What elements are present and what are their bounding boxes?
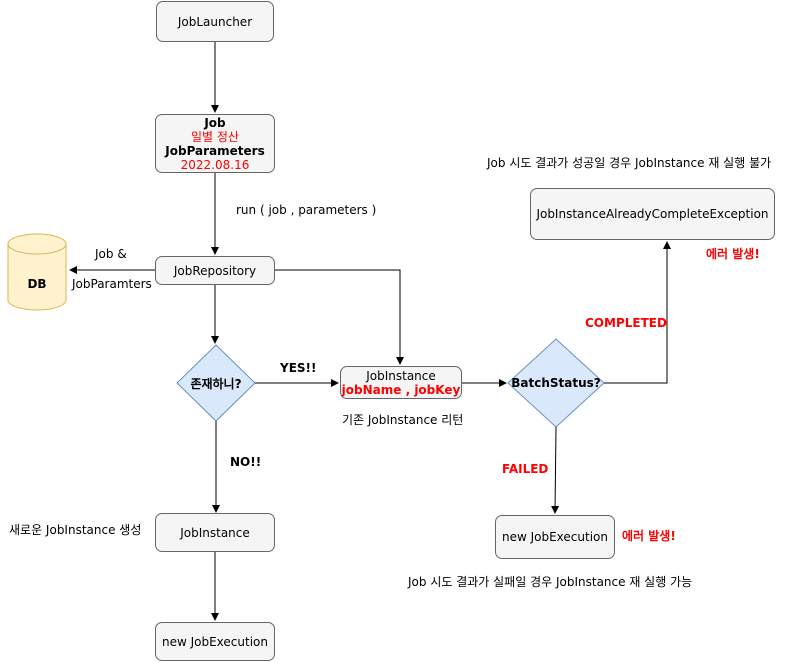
job-and-label: Job & xyxy=(95,247,127,261)
already-complete-exception-node: JobInstanceAlreadyCompleteException xyxy=(530,188,775,240)
job-node: Job 일별 정산 JobParameters 2022.08.16 xyxy=(155,114,275,173)
edge-completed xyxy=(604,241,671,384)
create-new-label: 새로운 JobInstance 생성 xyxy=(9,523,142,537)
job-launcher-node: JobLauncher xyxy=(156,1,274,42)
error-label-failed: 에러 발생! xyxy=(622,529,676,543)
new-job-execution-failed-label: new JobExecution xyxy=(501,530,608,544)
job-instance-existing-node: JobInstance jobName , jobKey xyxy=(340,366,462,399)
return-existing-label: 기존 JobInstance 리턴 xyxy=(342,413,464,427)
failed-label: FAILED xyxy=(502,462,549,476)
job-instance-keys: jobName , jobKey xyxy=(341,382,461,397)
db-label: DB xyxy=(27,277,47,291)
no-label: NO!! xyxy=(230,455,262,469)
new-job-execution-label: new JobExecution xyxy=(161,634,268,649)
exists-decision-label: 존재하니? xyxy=(190,376,242,391)
edge-repository-to-jobinstance xyxy=(275,269,404,365)
note-failed: Job 시도 결과가 실패일 경우 JobInstance 재 실행 가능 xyxy=(408,575,693,589)
completed-label: COMPLETED xyxy=(585,316,667,330)
job-parameters-value: 2022.08.16 xyxy=(180,157,250,172)
new-job-execution-node: new JobExecution xyxy=(155,622,275,661)
run-label: run ( job , parameters ) xyxy=(236,203,377,217)
already-complete-exception-label: JobInstanceAlreadyCompleteException xyxy=(536,207,769,221)
job-launcher-label: JobLauncher xyxy=(177,14,253,29)
job-parameters-title: JobParameters xyxy=(165,143,265,158)
job-title: Job xyxy=(204,115,226,130)
job-instance-new-label: JobInstance xyxy=(180,525,250,540)
db-cylinder xyxy=(7,233,67,311)
batch-status-decision-label: BatchStatus? xyxy=(511,376,601,390)
note-completed: Job 시도 결과가 성공일 경우 JobInstance 재 실행 불가 xyxy=(487,156,772,170)
job-name-value: 일별 정산 xyxy=(191,129,239,144)
job-instance-existing-title: JobInstance xyxy=(366,368,436,383)
new-job-execution-failed-node: new JobExecution xyxy=(495,515,615,559)
job-repository-label: JobRepository xyxy=(173,263,257,278)
error-label-completed: 에러 발생! xyxy=(706,247,760,261)
job-paramters-label: JobParamters xyxy=(72,277,152,291)
job-repository-node: JobRepository xyxy=(155,256,275,285)
edge-failed xyxy=(551,426,560,514)
yes-label: YES!! xyxy=(280,361,317,375)
job-instance-new-node: JobInstance xyxy=(155,513,275,552)
